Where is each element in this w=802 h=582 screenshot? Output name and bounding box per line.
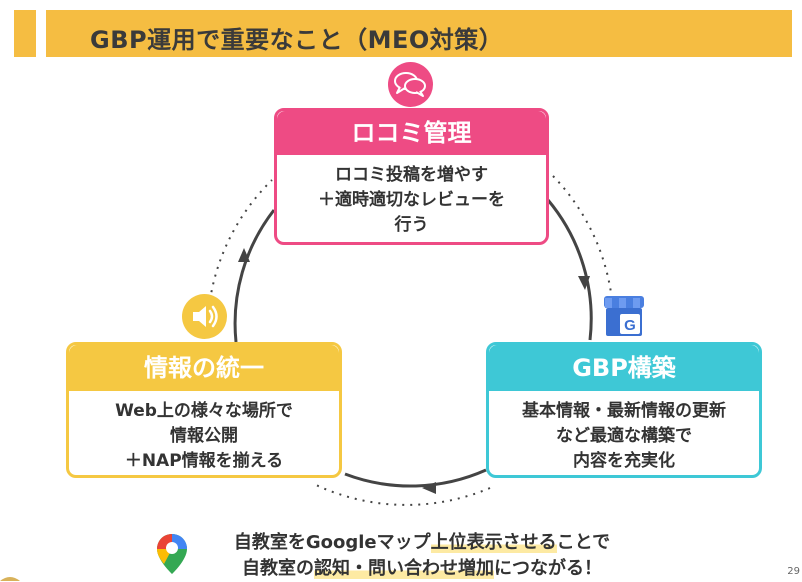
unify-body: Web上の様々な場所で 情報公開 ＋NAP情報を揃える: [69, 399, 339, 474]
title-accent: [14, 10, 36, 57]
reviews-line-3: 行う: [394, 215, 429, 235]
unify-line-1: Web上の様々な場所で: [115, 401, 293, 421]
reviews-card: ロコミ管理 ロコミ投稿を増やす ＋適時適切なレビューを 行う: [274, 108, 549, 245]
bottom-line-2-c: につながる！: [494, 558, 602, 579]
gbp-line-2: など最適な構築で: [556, 426, 692, 446]
bottom-line-1-c: ことで: [556, 532, 611, 553]
bottom-line-1-a: 自教室をGoogleマップ: [233, 532, 431, 553]
corner-logo-icon: [0, 577, 20, 581]
reviews-heading: ロコミ管理: [277, 111, 546, 155]
unify-line-3: ＋NAP情報を揃える: [124, 451, 284, 471]
gbp-body: 基本情報・最新情報の更新 など最適な構築で 内容を充実化: [489, 399, 759, 474]
title-bar: GBP運用で重要なこと（MEO対策）: [14, 10, 792, 57]
dotted-arc-bottom: [315, 484, 491, 506]
arc-unify-to-reviews: [233, 209, 276, 343]
arc-reviews-to-gbp: [546, 199, 593, 341]
arrow-head-bottom: [422, 482, 436, 494]
map-pin-icon: [155, 532, 189, 576]
gbp-card: GBP構築 基本情報・最新情報の更新 など最適な構築で 内容を充実化: [486, 342, 762, 478]
bottom-line-2-highlight: 認知・問い合わせ増加: [314, 558, 494, 579]
bottom-line-1: 自教室をGoogleマップ上位表示させることで: [202, 530, 642, 556]
page-title: GBP運用で重要なこと（MEO対策）: [90, 26, 504, 54]
unify-line-2: 情報公開: [170, 426, 238, 446]
google-store-icon: G: [600, 294, 648, 338]
gbp-heading: GBP構築: [489, 345, 759, 391]
title-band: [46, 10, 792, 57]
speech-bubble-icon: [388, 62, 433, 107]
reviews-line-1: ロコミ投稿を増やす: [335, 165, 488, 185]
arrow-head-right: [578, 276, 590, 290]
reviews-line-2: ＋適時適切なレビューを: [318, 190, 505, 210]
unify-heading: 情報の統一: [69, 345, 339, 391]
page-number: 29: [787, 566, 800, 577]
bottom-line-2-a: 自教室の: [242, 558, 314, 579]
gbp-line-3: 内容を充実化: [573, 451, 675, 471]
bottom-message: 自教室をGoogleマップ上位表示させることで 自教室の認知・問い合わせ増加につ…: [202, 530, 642, 582]
reviews-body: ロコミ投稿を増やす ＋適時適切なレビューを 行う: [277, 163, 546, 238]
speaker-icon: [182, 294, 227, 339]
gbp-line-1: 基本情報・最新情報の更新: [522, 401, 726, 421]
bottom-line-2: 自教室の認知・問い合わせ増加につながる！: [202, 556, 642, 582]
bottom-line-1-highlight: 上位表示させる: [430, 532, 557, 553]
unify-card: 情報の統一 Web上の様々な場所で 情報公開 ＋NAP情報を揃える: [66, 342, 342, 478]
store-g-letter: G: [624, 317, 636, 334]
arrow-head-left: [238, 248, 250, 262]
arc-gbp-to-unify: [344, 468, 487, 488]
